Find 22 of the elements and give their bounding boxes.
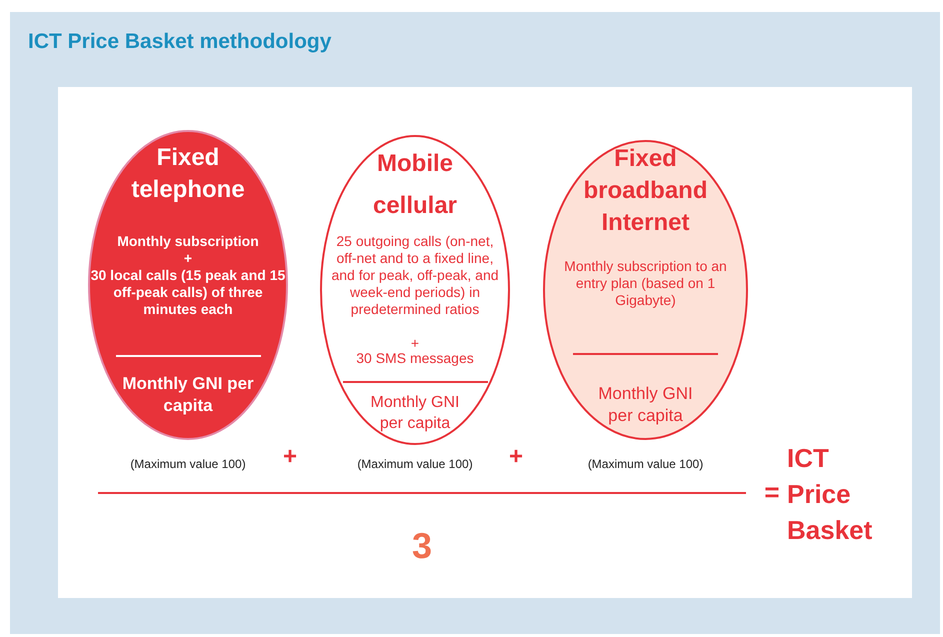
node-text: 30 local calls (15 peak and 15 off-peak calls) of three minutes each <box>90 267 286 318</box>
node-heading: Fixed broadband Internet <box>582 144 708 238</box>
diagram-title: ICT Price Basket methodology <box>28 30 332 54</box>
plus-sign: + <box>182 250 194 267</box>
denominator: 3 <box>412 525 432 567</box>
node-text: 30 SMS messages <box>355 350 475 367</box>
equals-sign: = <box>764 477 780 508</box>
result-label: ICT Price Basket <box>787 442 874 547</box>
node-text: Monthly GNI per capita <box>597 383 694 427</box>
node-text: Monthly GNI per capita <box>121 373 255 417</box>
plus-sign: + <box>410 335 420 352</box>
node-heading: Mobile cellular <box>372 149 458 221</box>
max-value-note: (Maximum value 100) <box>357 457 473 471</box>
max-value-note: (Maximum value 100) <box>588 457 704 471</box>
plus-sign: + <box>509 443 523 471</box>
node-text: Monthly GNI per capita <box>370 393 460 434</box>
node-text: 25 outgoing calls (on-net, off-net and to a fixed line, and for peak, off-peak, and week-end periods) in predetermined ratios <box>330 233 500 318</box>
node-heading: Fixed telephone <box>130 143 246 205</box>
max-value-note: (Maximum value 100) <box>130 457 246 471</box>
node-text: Monthly subscription <box>116 233 260 250</box>
plus-sign: + <box>283 443 297 471</box>
node-text: Monthly subscription to an entry plan (based on 1 Gigabyte) <box>563 258 728 309</box>
